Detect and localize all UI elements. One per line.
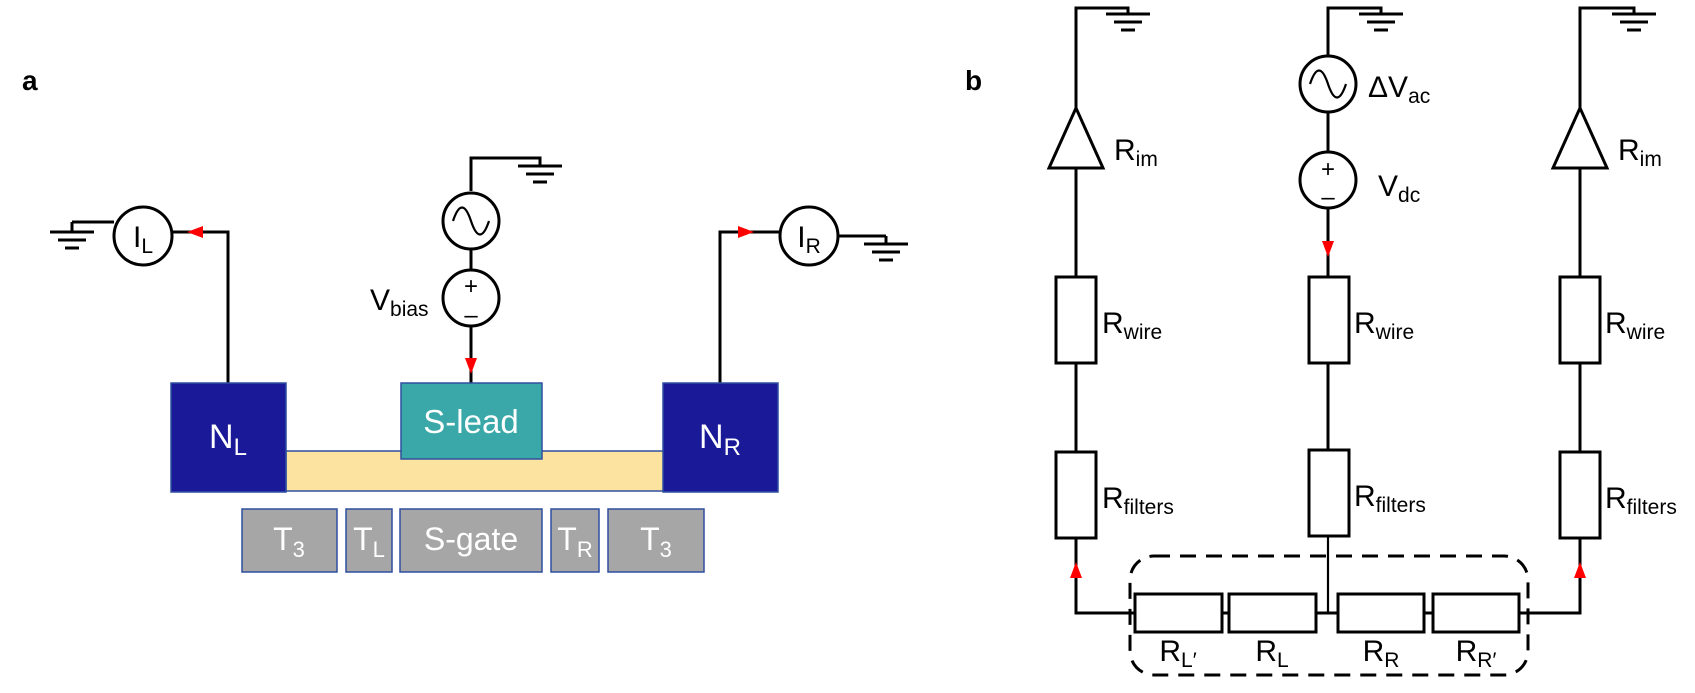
gates: T3 TL S-gate TR T3: [241, 508, 705, 573]
s-lead-contact: [400, 382, 543, 460]
plus-sign: +: [1321, 156, 1335, 183]
ammeter-left-icon: [112, 205, 174, 267]
gate-s: [399, 508, 543, 573]
rfilters-mid-resistor: [1307, 448, 1351, 538]
middle-column: ΔVac + – Vdc Rwire Rfilters: [1298, 6, 1430, 613]
rfilters-left-label: Rfilters: [1102, 482, 1174, 519]
minus-sign: –: [1321, 184, 1335, 211]
right-current-branch: IR: [718, 205, 910, 383]
s-lead-label: S-lead: [423, 403, 518, 440]
rwire-right-resistor: [1558, 275, 1602, 365]
ground-icon: [516, 164, 564, 184]
delta-vac-label: ΔVac: [1368, 71, 1430, 108]
gate-tr: [550, 508, 600, 573]
amplifier-icon: [1046, 104, 1106, 170]
ground-icon: [1357, 12, 1405, 32]
panel-a-label: a: [22, 65, 38, 96]
rfilters-mid-label: Rfilters: [1354, 480, 1426, 517]
rr-prime-resistor: [1431, 592, 1521, 634]
ground-icon: [48, 230, 96, 250]
bias-branch: + – Vbias: [370, 156, 564, 383]
rwire-left-resistor: [1054, 275, 1098, 365]
right-column: Rim Rwire Rfilters: [1525, 6, 1677, 615]
rfilters-right-label: Rfilters: [1605, 482, 1677, 519]
rim-left-label: Rim: [1114, 134, 1158, 171]
gate-t3-left: [241, 508, 338, 573]
rfilters-right-resistor: [1558, 450, 1602, 540]
rwire-mid-resistor: [1307, 275, 1351, 365]
rl-resistor: [1227, 592, 1318, 634]
current-arrow-icon: [1574, 562, 1586, 578]
rl-prime-resistor: [1133, 592, 1224, 634]
rim-right-label: Rim: [1618, 134, 1662, 171]
ground-icon: [862, 242, 910, 262]
rwire-left-label: Rwire: [1102, 307, 1162, 344]
gate-tr-label: TR: [557, 521, 592, 562]
vdc-label: Vdc: [1378, 170, 1420, 207]
panel-b-label: b: [965, 65, 982, 96]
sample-outline: [1128, 554, 1530, 677]
gate-tl-label: TL: [353, 521, 385, 562]
rl-prime-label: RL′: [1159, 635, 1196, 672]
rwire-mid-label: Rwire: [1354, 307, 1414, 344]
minus-sign: –: [464, 302, 478, 329]
rl-label: RL: [1255, 635, 1288, 672]
amplifier-icon: [1550, 104, 1610, 170]
nl-label: NL: [209, 418, 247, 461]
rr-prime-label: RR′: [1456, 635, 1497, 672]
gate-t3-right-label: T3: [640, 521, 672, 562]
gate-tl: [345, 508, 393, 573]
ground-icon: [1610, 12, 1658, 32]
vbias-label: Vbias: [370, 284, 429, 321]
ground-icon: [1104, 12, 1152, 32]
nl-contact: [170, 382, 287, 493]
gate-t3-left-label: T3: [273, 521, 305, 562]
ammeter-left-label: IL: [133, 221, 153, 258]
current-arrow-icon: [1322, 241, 1334, 257]
current-arrow-icon: [1070, 562, 1082, 578]
plus-sign: +: [464, 273, 478, 300]
nr-contact: [662, 382, 779, 493]
rr-resistor: [1336, 592, 1426, 634]
current-arrow-icon: [187, 226, 203, 238]
current-arrow-icon: [465, 358, 477, 374]
current-arrow-icon: [738, 226, 754, 238]
left-column: Rim Rwire Rfilters: [1046, 6, 1174, 615]
sample-box: RL′ RL RR RR′: [1128, 554, 1530, 677]
rwire-right-label: Rwire: [1605, 307, 1665, 344]
left-current-branch: IL: [48, 205, 230, 383]
ammeter-right-label: IR: [797, 221, 821, 258]
rfilters-left-resistor: [1054, 450, 1098, 540]
gate-s-label: S-gate: [424, 521, 518, 557]
nr-label: NR: [699, 418, 741, 461]
device: NL NR S-lead: [170, 382, 779, 493]
rr-label: RR: [1363, 635, 1400, 672]
gate-t3-right: [607, 508, 705, 573]
